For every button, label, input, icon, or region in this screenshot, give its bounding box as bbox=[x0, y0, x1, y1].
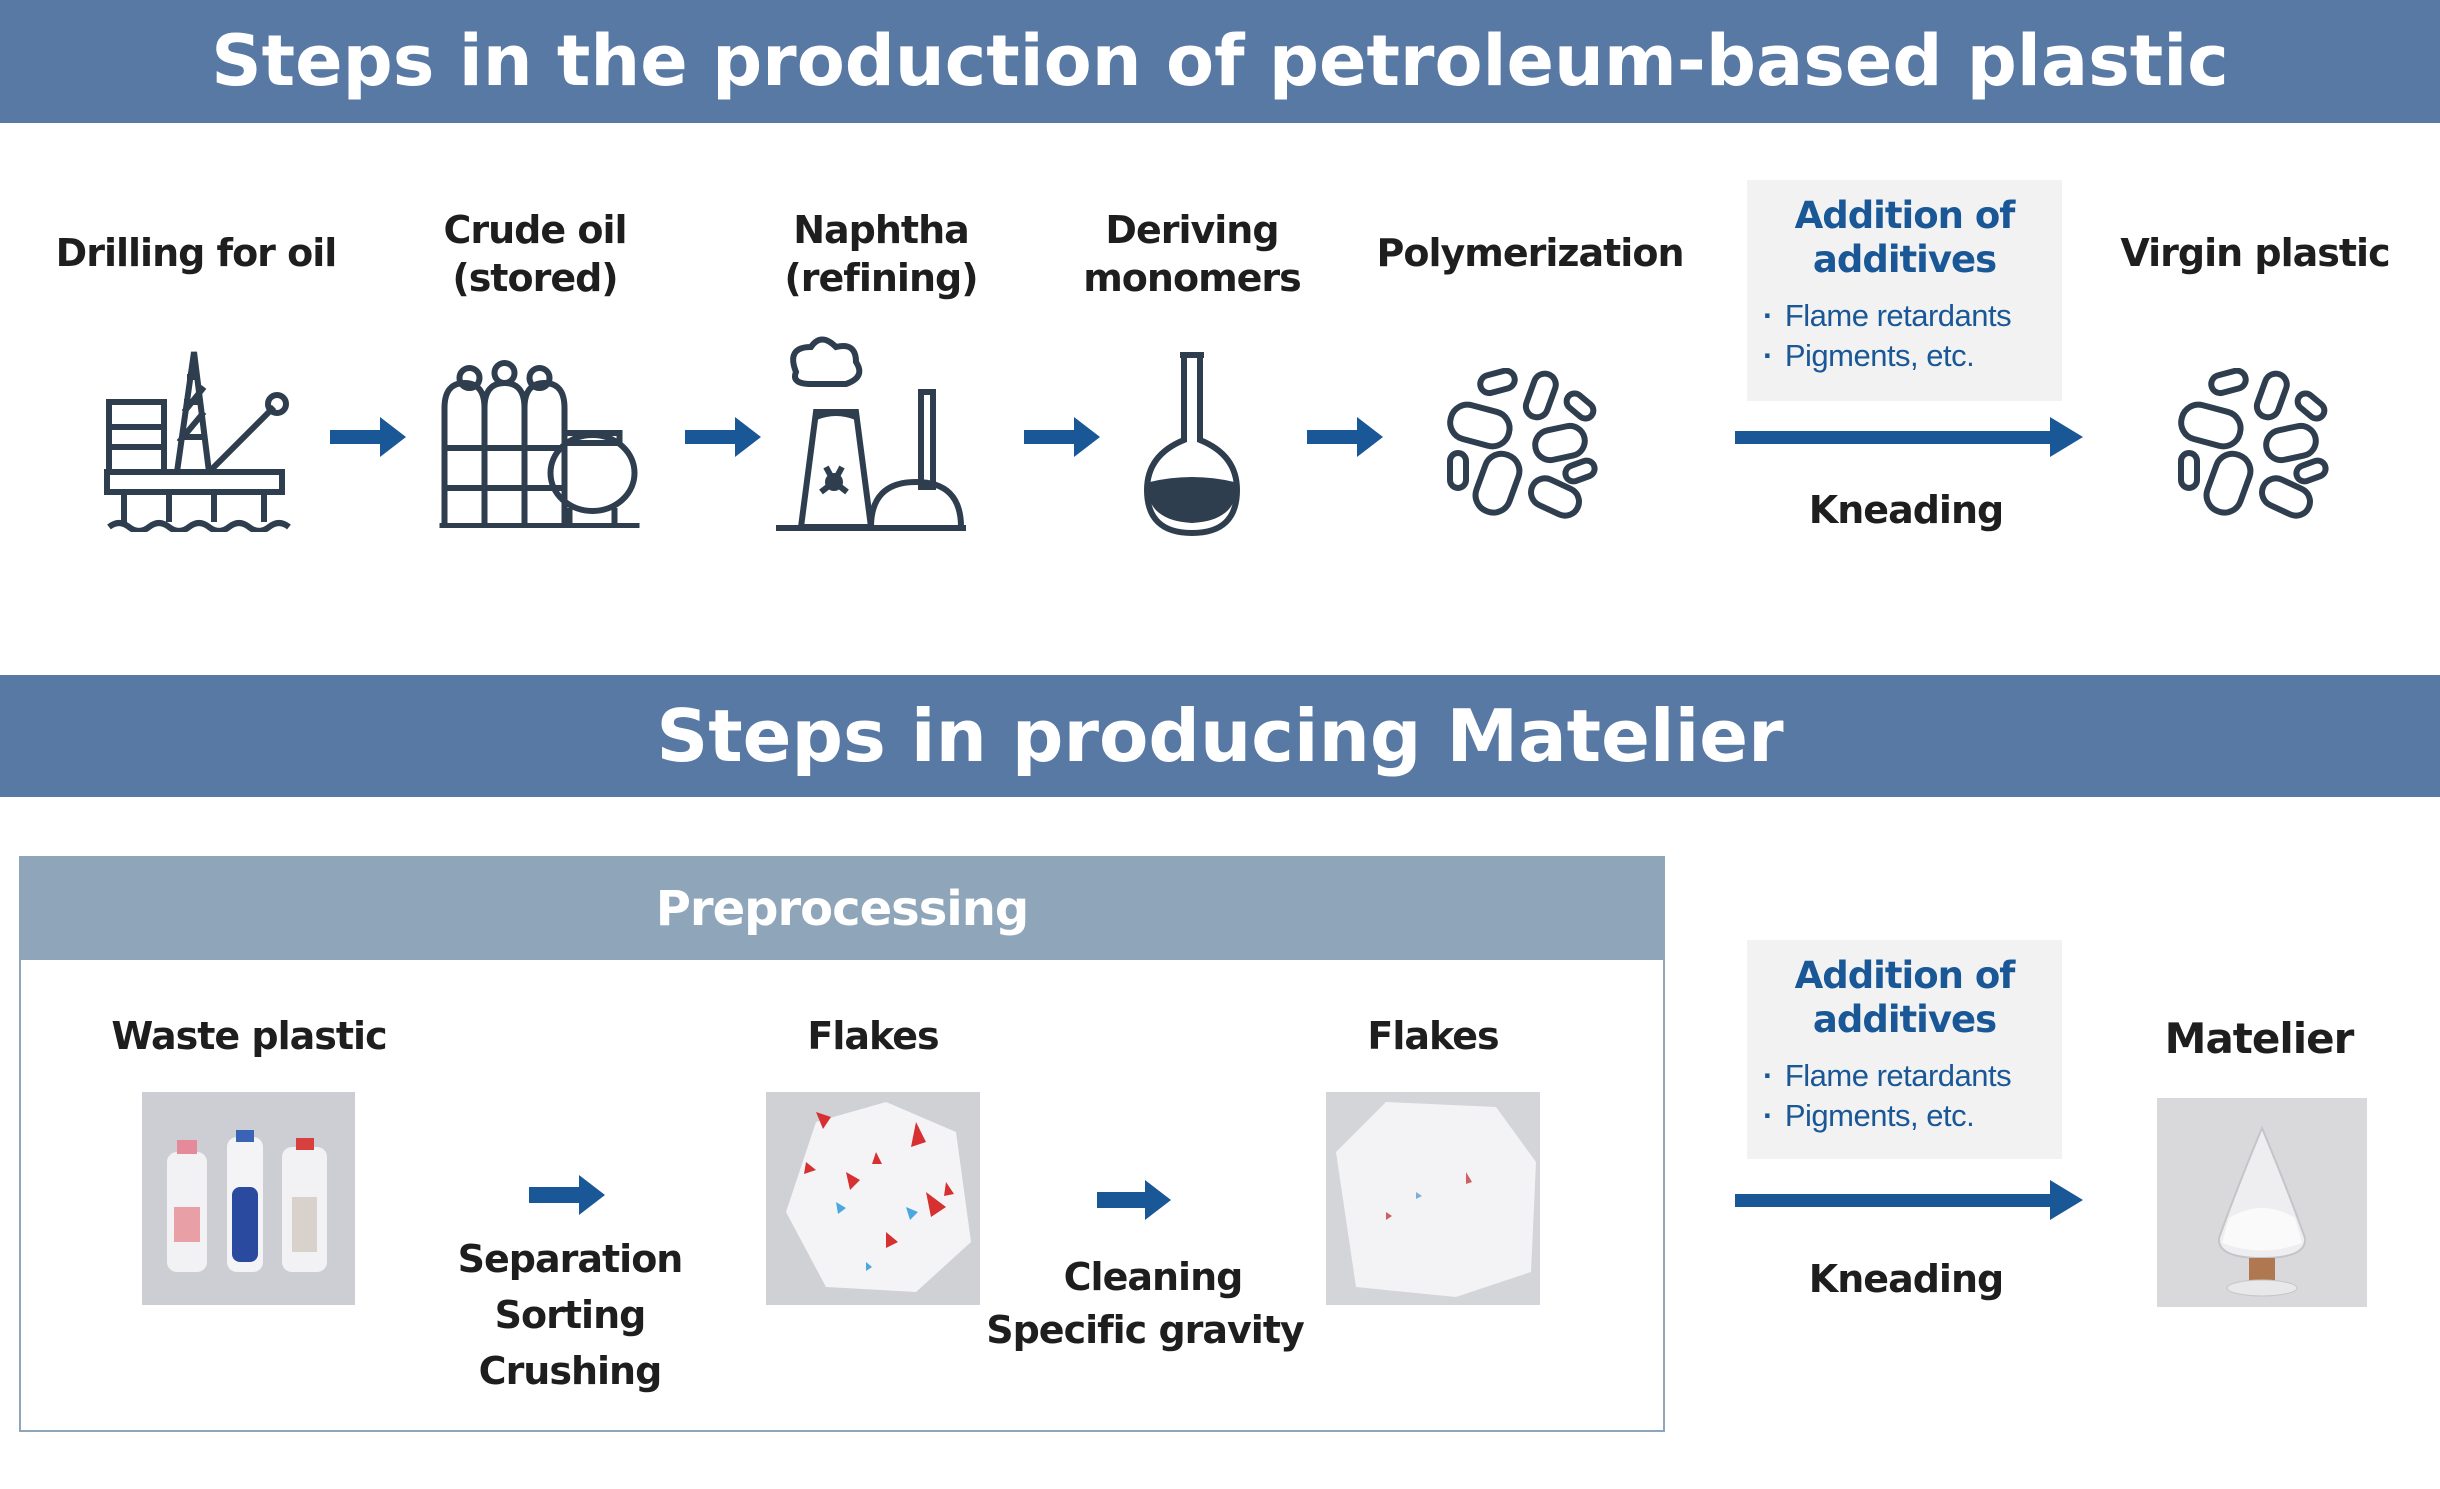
flakes-photo-colored bbox=[766, 1092, 980, 1305]
preprocessing-header: Preprocessing bbox=[21, 858, 1663, 960]
matelier-label: Matelier bbox=[2164, 1014, 2355, 1063]
crude-line2: (stored) bbox=[452, 256, 618, 300]
pellets-icon bbox=[1447, 368, 1598, 519]
additives-line2: additives bbox=[1812, 998, 1997, 1041]
long-arrow-icon bbox=[1735, 417, 2083, 457]
bottom-banner: Steps in producing Matelier bbox=[0, 675, 2440, 797]
arrow-icon bbox=[330, 417, 406, 457]
additives-line2: additives bbox=[1812, 238, 1997, 281]
waste-plastic-photo bbox=[142, 1092, 355, 1305]
long-arrow-icon bbox=[1735, 1180, 2083, 1220]
matelier-photo bbox=[2157, 1098, 2367, 1307]
additive-item: Pigments, etc. bbox=[1763, 1096, 2062, 1136]
preprocessing-box: Preprocessing bbox=[19, 856, 1665, 1432]
specific-gravity-label: Specific gravity bbox=[986, 1308, 1305, 1352]
step-label-naphtha: Naphtha(refining) bbox=[784, 208, 978, 300]
refinery-icon bbox=[776, 336, 966, 531]
additive-item: Pigments, etc. bbox=[1763, 336, 2062, 376]
additives-line1: Addition of bbox=[1794, 954, 2016, 997]
flakes-label-1: Flakes bbox=[807, 1014, 939, 1058]
additive-item: Flame retardants bbox=[1763, 1056, 2062, 1096]
kneading-label-top: Kneading bbox=[1808, 488, 2004, 532]
separation-label: Separation bbox=[457, 1237, 684, 1281]
pellets-icon bbox=[2178, 368, 2329, 519]
additive-item: Flame retardants bbox=[1763, 296, 2062, 336]
step-label-polymerization: Polymerization bbox=[1376, 231, 1685, 275]
top-banner: Steps in the production of petroleum-bas… bbox=[0, 0, 2440, 123]
arrow-icon bbox=[1024, 417, 1100, 457]
flakes-label-2: Flakes bbox=[1367, 1014, 1499, 1058]
crushing-label: Crushing bbox=[478, 1349, 663, 1393]
oil-rig-icon bbox=[104, 351, 291, 532]
arrow-icon bbox=[685, 417, 761, 457]
cleaning-label: Cleaning bbox=[1063, 1255, 1244, 1299]
arrow-icon bbox=[529, 1175, 605, 1215]
arrow-icon bbox=[1097, 1180, 1171, 1220]
sorting-label: Sorting bbox=[494, 1293, 647, 1337]
kneading-label-bottom: Kneading bbox=[1808, 1257, 2004, 1301]
step-label-drilling: Drilling for oil bbox=[55, 231, 338, 275]
virgin-plastic-label: Virgin plastic bbox=[2120, 231, 2390, 275]
step-label-crude-oil: Crude oil(stored) bbox=[443, 206, 627, 302]
flakes-photo-white bbox=[1326, 1092, 1540, 1305]
arrow-icon bbox=[1307, 417, 1383, 457]
additives-line1: Addition of bbox=[1794, 194, 2016, 237]
waste-plastic-label: Waste plastic bbox=[111, 1014, 387, 1058]
flask-icon bbox=[1143, 352, 1241, 537]
storage-tank-icon bbox=[439, 360, 640, 528]
crude-line: Crude oil bbox=[443, 208, 627, 252]
